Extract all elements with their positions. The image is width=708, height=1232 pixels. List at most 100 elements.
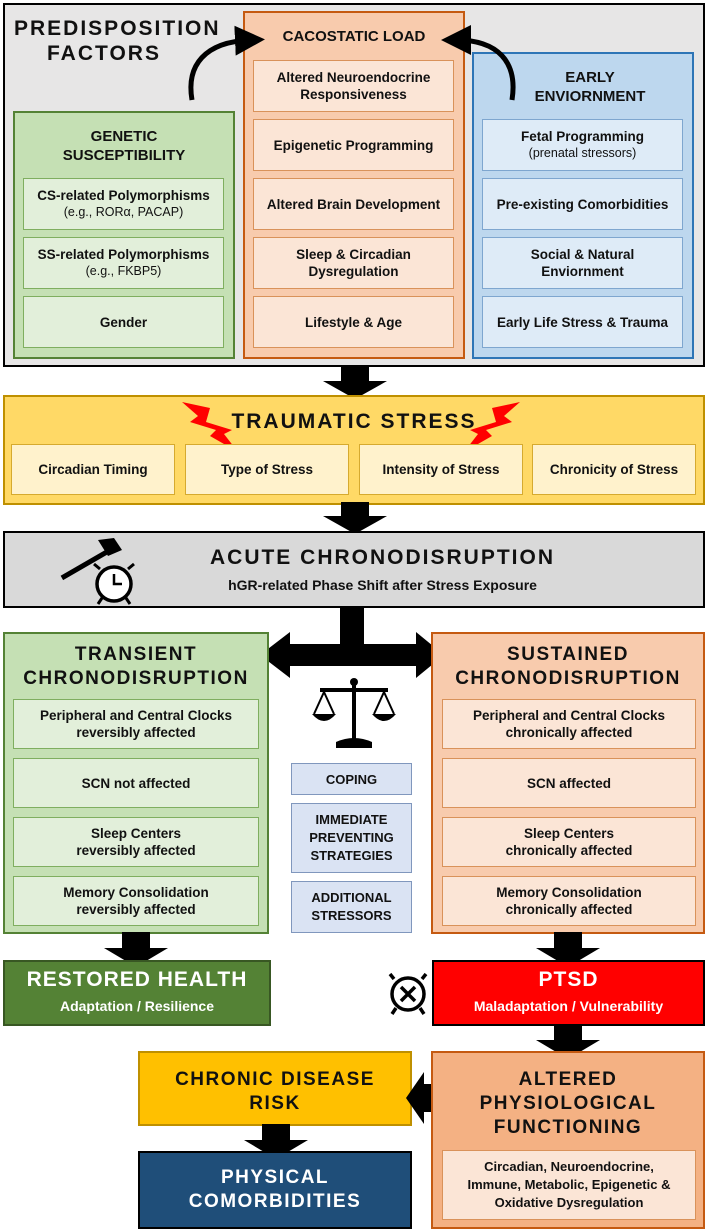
transient-title-line1: TRANSIENT bbox=[74, 644, 198, 665]
sustained-item-line1: Memory Consolidation bbox=[496, 885, 642, 900]
cacostatic-load-title: CACOSTATIC LOAD bbox=[282, 28, 426, 45]
traumatic-item: Circadian Timing bbox=[11, 444, 175, 495]
genetic-item-sub: (e.g., RORα, PACAP) bbox=[63, 205, 184, 219]
sustained-item-line2: chronically affected bbox=[505, 725, 633, 740]
genetic-susceptibility-title: GENETIC SUSCEPTIBILITY bbox=[13, 127, 235, 165]
genetic-item-sub: (e.g., FKBP5) bbox=[85, 264, 162, 278]
early-item-social-environment: Social & Natural Enviornment bbox=[482, 237, 683, 289]
early-item-comorbidities: Pre-existing Comorbidities bbox=[482, 178, 683, 230]
cacostatic-item: Lifestyle & Age bbox=[253, 296, 454, 348]
ptsd-title: PTSD bbox=[538, 968, 599, 991]
split-arrow bbox=[260, 608, 444, 678]
transient-title: TRANSIENT CHRONODISRUPTION bbox=[3, 643, 269, 691]
cacostatic-item-line1: Altered Neuroendocrine bbox=[276, 70, 431, 85]
predisposition-title: PREDISPOSITION FACTORS bbox=[14, 16, 221, 66]
early-environment-title: EARLY ENVIORNMENT bbox=[490, 68, 690, 106]
early-title-line1: EARLY bbox=[565, 69, 615, 86]
genetic-title-line1: GENETIC bbox=[90, 128, 158, 145]
curved-arrow-icon bbox=[188, 25, 516, 101]
sustained-item: SCN affected bbox=[442, 758, 696, 808]
cacostatic-item-line2: Dysregulation bbox=[308, 264, 399, 279]
down-arrow bbox=[244, 1124, 308, 1159]
transient-item-line1: Peripheral and Central Clocks bbox=[39, 708, 233, 723]
traumatic-item: Type of Stress bbox=[185, 444, 349, 495]
early-item-sub: (prenatal stressors) bbox=[528, 146, 637, 160]
modulator-immediate-preventing: IMMEDIATE PREVENTING STRATEGIES bbox=[291, 803, 412, 873]
transient-item-line1: Memory Consolidation bbox=[63, 885, 209, 900]
lightning-icon bbox=[464, 402, 520, 452]
cacostatic-item: Altered Neuroendocrine Responsiveness bbox=[253, 60, 454, 112]
sustained-item: Peripheral and Central Clocks chronicall… bbox=[442, 699, 696, 749]
chronic-title-line2: RISK bbox=[249, 1093, 301, 1114]
sustained-item-line1: Sleep Centers bbox=[523, 826, 615, 841]
down-arrow bbox=[323, 502, 387, 534]
altered-detail-box: Circadian, Neuroendocrine, Immune, Metab… bbox=[442, 1150, 696, 1220]
altered-detail-line3: Oxidative Dysregulation bbox=[494, 1195, 644, 1210]
transient-item: Sleep Centers reversibly affected bbox=[13, 817, 259, 867]
cacostatic-item-line1: Epigenetic Programming bbox=[273, 137, 434, 153]
genetic-item-label: SS-related Polymorphisms bbox=[37, 247, 210, 262]
sustained-item-line1: Peripheral and Central Clocks bbox=[472, 708, 666, 723]
sustained-item-line2: chronically affected bbox=[505, 843, 633, 858]
transient-item: Memory Consolidation reversibly affected bbox=[13, 876, 259, 926]
transient-item: Peripheral and Central Clocks reversibly… bbox=[13, 699, 259, 749]
modulator-line2: PREVENTING bbox=[309, 830, 394, 845]
cacostatic-item-line1: Altered Brain Development bbox=[266, 196, 441, 212]
restored-health-subtitle: Adaptation / Resilience bbox=[59, 998, 215, 1014]
traumatic-item: Chronicity of Stress bbox=[532, 444, 696, 495]
cacostatic-item-line2: Responsiveness bbox=[300, 87, 407, 102]
traumatic-item: Intensity of Stress bbox=[359, 444, 523, 495]
traumatic-stress-title: TRAUMATIC STRESS bbox=[231, 410, 477, 433]
transient-title-line2: CHRONODISRUPTION bbox=[23, 668, 249, 689]
altered-title-line3: FUNCTIONING bbox=[493, 1117, 643, 1138]
altered-title-line1: ALTERED bbox=[518, 1069, 618, 1090]
ptsd-subtitle: Maladaptation / Vulnerability bbox=[473, 998, 664, 1014]
sustained-title-line2: CHRONODISRUPTION bbox=[455, 668, 681, 689]
altered-title-line2: PHYSIOLOGICAL bbox=[479, 1093, 657, 1114]
restored-health-title: RESTORED HEALTH bbox=[26, 968, 248, 991]
sustained-title: SUSTAINED CHRONODISRUPTION bbox=[431, 643, 705, 691]
modulator-coping: COPING bbox=[291, 763, 412, 795]
cacostatic-item: Altered Brain Development bbox=[253, 178, 454, 230]
down-arrow bbox=[536, 1024, 600, 1059]
predisposition-title-line1: PREDISPOSITION bbox=[14, 17, 221, 40]
genetic-item-label: CS-related Polymorphisms bbox=[37, 188, 210, 203]
early-item-label: Early Life Stress & Trauma bbox=[496, 314, 669, 330]
cacostatic-item: Epigenetic Programming bbox=[253, 119, 454, 171]
cacostatic-item-line1: Lifestyle & Age bbox=[304, 314, 403, 330]
broken-clock-icon bbox=[388, 972, 428, 1015]
physical-title-line1: PHYSICAL bbox=[220, 1167, 330, 1188]
altered-physiological-title: ALTERED PHYSIOLOGICAL FUNCTIONING bbox=[431, 1068, 705, 1140]
chronic-disease-risk-title: CHRONIC DISEASE RISK bbox=[138, 1068, 412, 1116]
transient-item-line1: Sleep Centers bbox=[90, 826, 182, 841]
cacostatic-item-line1: Sleep & Circadian bbox=[296, 247, 411, 262]
early-item-label: Social & Natural bbox=[530, 247, 635, 262]
modulator-line1: ADDITIONAL bbox=[311, 890, 392, 905]
early-item-early-life-stress: Early Life Stress & Trauma bbox=[482, 296, 683, 348]
lightning-icon bbox=[182, 402, 238, 452]
physical-comorbidities-title: PHYSICAL COMORBIDITIES bbox=[138, 1166, 412, 1214]
sustained-title-line1: SUSTAINED bbox=[507, 644, 629, 665]
chronic-disease-risk-box bbox=[138, 1051, 412, 1126]
down-arrow bbox=[536, 932, 600, 967]
genetic-item-ss-polymorphisms: SS-related Polymorphisms (e.g., FKBP5) bbox=[23, 237, 224, 289]
transient-item-line2: reversibly affected bbox=[76, 902, 196, 917]
chronic-title-line1: CHRONIC DISEASE bbox=[175, 1069, 375, 1090]
modulator-line2: STRESSORS bbox=[311, 908, 392, 923]
transient-item: SCN not affected bbox=[13, 758, 259, 808]
genetic-item-cs-polymorphisms: CS-related Polymorphisms (e.g., RORα, PA… bbox=[23, 178, 224, 230]
sustained-item: Sleep Centers chronically affected bbox=[442, 817, 696, 867]
physical-comorbidities-box bbox=[138, 1151, 412, 1229]
genetic-item-gender: Gender bbox=[23, 296, 224, 348]
hammer-alarm-clock-icon bbox=[60, 538, 135, 605]
early-item-fetal-programming: Fetal Programming (prenatal stressors) bbox=[482, 119, 683, 171]
acute-chronodisruption-title: ACUTE CHRONODISRUPTION bbox=[209, 546, 555, 569]
altered-detail-line2: Immune, Metabolic, Epigenetic & bbox=[467, 1177, 671, 1192]
genetic-item-label: Gender bbox=[99, 314, 148, 330]
modulator-line1: IMMEDIATE bbox=[315, 812, 388, 827]
sustained-item: Memory Consolidation chronically affecte… bbox=[442, 876, 696, 926]
altered-detail-line1: Circadian, Neuroendocrine, bbox=[484, 1159, 654, 1174]
modulator-line3: STRATEGIES bbox=[310, 848, 393, 863]
restored-health-box bbox=[3, 960, 271, 1026]
early-item-label-2: Enviornment bbox=[541, 264, 624, 279]
